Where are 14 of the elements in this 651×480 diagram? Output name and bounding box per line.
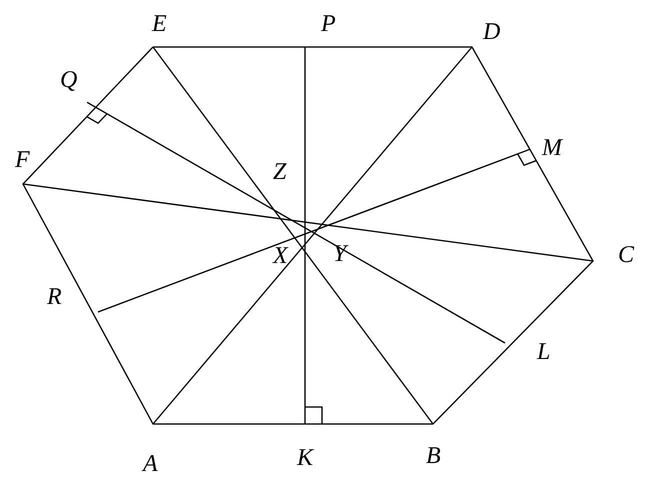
- point-label: L: [537, 340, 550, 364]
- point-label: A: [143, 452, 158, 476]
- point-label: E: [152, 12, 167, 36]
- point-label: P: [321, 12, 336, 36]
- point-label: Q: [60, 68, 78, 92]
- point-label: X: [273, 244, 288, 268]
- point-label: R: [47, 285, 62, 309]
- point-label: C: [618, 243, 634, 267]
- point-label: Z: [273, 160, 286, 184]
- point-label: B: [426, 444, 441, 468]
- point-label: M: [542, 136, 562, 160]
- point-label: F: [15, 148, 30, 172]
- point-label: D: [483, 20, 500, 44]
- point-label: K: [297, 446, 314, 470]
